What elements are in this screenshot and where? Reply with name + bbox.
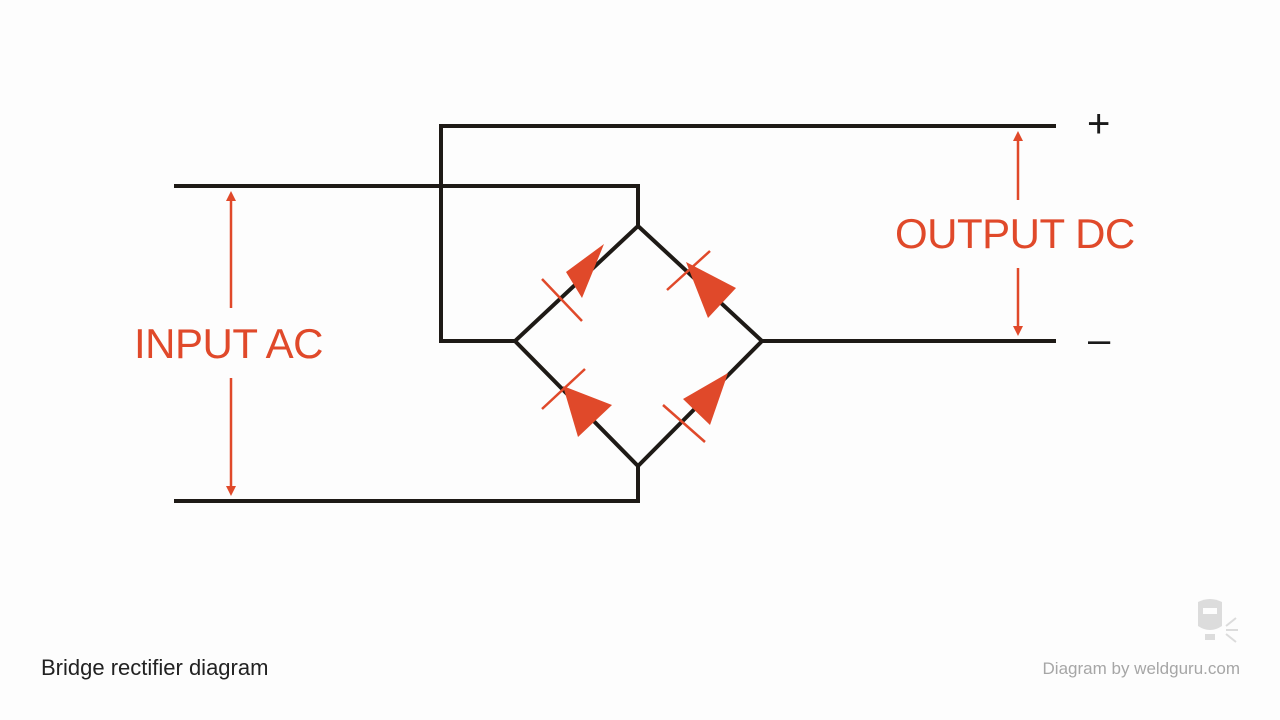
input-ac-label: INPUT AC (134, 320, 323, 367)
input-wire-top (174, 184, 640, 228)
input-wire-bottom (174, 464, 640, 503)
diode-top-right (666, 250, 736, 318)
output-dc-label: OUTPUT DC (895, 210, 1135, 257)
circuit-wires (174, 124, 1056, 503)
bridge-diamond (512, 223, 765, 469)
negative-terminal-sign: – (1088, 318, 1111, 362)
diagram-credit: Diagram by weldguru.com (1042, 659, 1240, 678)
diagram-caption: Bridge rectifier diagram (41, 655, 269, 680)
positive-terminal-sign: + (1087, 102, 1111, 146)
output-wire-positive (439, 124, 1056, 343)
measurement-arrows (226, 131, 1023, 496)
diode-bottom-right (662, 373, 728, 443)
diode-bottom-left (541, 368, 612, 437)
diodes (541, 244, 736, 443)
diode-top-left (541, 244, 604, 322)
welding-helmet-icon (1198, 599, 1238, 643)
